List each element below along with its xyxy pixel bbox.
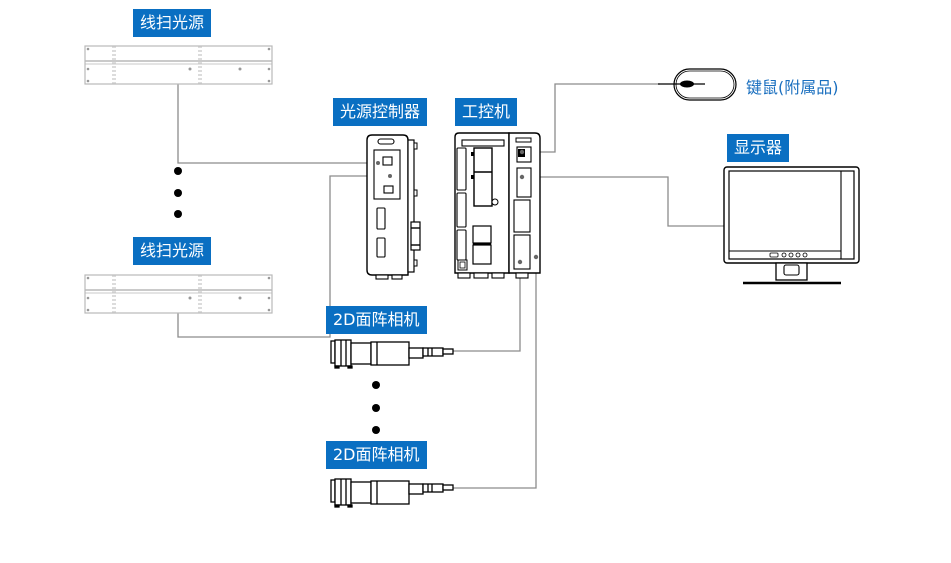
line-light-bottom: [84, 274, 273, 314]
camera-top-device: [330, 339, 454, 369]
connector-lines: [177, 83, 724, 489]
wire-ipc-to-monitor: [522, 176, 724, 227]
line-light-top: [84, 45, 273, 85]
label-camera-top: 2D面阵相机: [326, 306, 427, 334]
monitor-device: [723, 166, 860, 285]
ellipsis-dot: [372, 404, 380, 412]
camera-bottom-device: [330, 478, 454, 508]
mouse-device: [658, 68, 737, 101]
label-line-light-top: 线扫光源: [133, 9, 212, 37]
label-industrial-pc: 工控机: [455, 98, 518, 126]
industrial-pc-device: [454, 132, 541, 279]
label-monitor: 显示器: [727, 134, 790, 162]
label-camera-bottom: 2D面阵相机: [326, 441, 427, 469]
ellipsis-dot: [372, 426, 380, 434]
wire-light-bottom-to-controller: [177, 175, 387, 338]
wire-ipc-to-camera-bottom: [453, 257, 537, 489]
ellipsis-dot: [174, 167, 182, 175]
ellipsis-dot: [174, 210, 182, 218]
ellipsis-dot: [372, 381, 380, 389]
label-line-light-bottom: 线扫光源: [133, 237, 212, 265]
wire-ipc-to-camera-top: [453, 262, 521, 352]
wire-light-top-to-controller: [177, 84, 378, 164]
ellipsis-dot: [174, 189, 182, 197]
label-light-controller: 光源控制器: [333, 98, 428, 126]
wire-ipc-to-mouse: [522, 83, 660, 153]
label-keyboard-mouse: 键鼠(附属品): [746, 78, 839, 97]
light-controller-device: [366, 134, 421, 280]
